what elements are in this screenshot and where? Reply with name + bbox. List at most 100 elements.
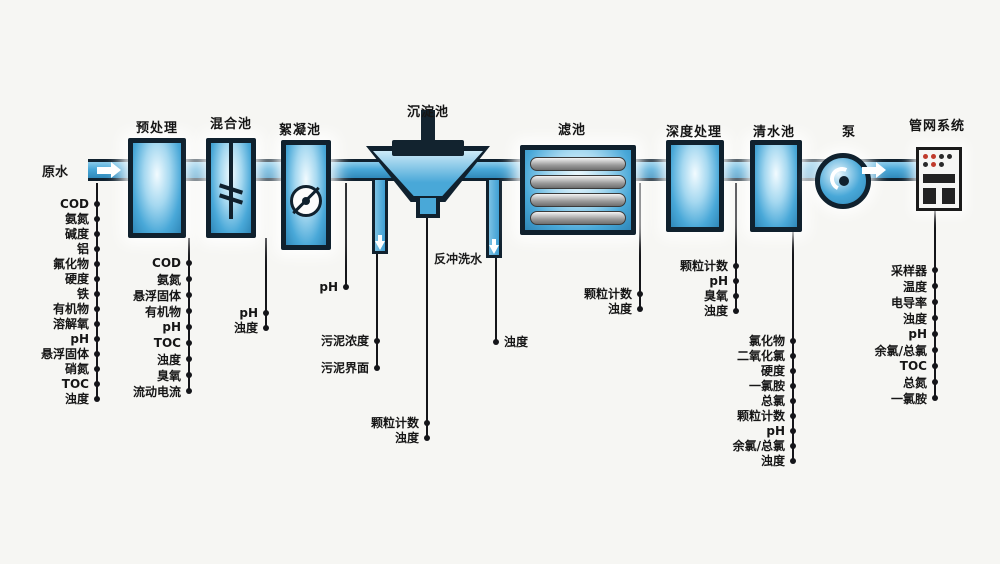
pump-icon	[815, 153, 871, 209]
parameter-item: 氟化物	[53, 256, 100, 271]
parameter-label: 总氯	[760, 394, 785, 408]
cabinet-indicator-row	[923, 162, 944, 167]
parameter-label: pH	[239, 305, 258, 320]
connection-dot-icon	[790, 352, 796, 359]
parameter-item: 硬度	[761, 363, 796, 378]
parameter-label: 颗粒计数	[583, 287, 632, 301]
stage-label-pretreatment: 预处理	[135, 121, 179, 136]
mixing-parameter-list: pH 浊度	[199, 305, 269, 335]
filter-outlet-parameter-list: 颗粒计数 浊度	[563, 286, 643, 316]
filter-media-bar	[530, 211, 626, 225]
parameter-item: 总氯	[761, 393, 796, 408]
parameter-item: 硬度	[65, 271, 100, 286]
connection-dot-icon	[94, 290, 100, 297]
pretreatment-parameter-list: COD 氨氮 悬浮固体 有机物 pH TOC 浊度 臭氧 流动电流	[92, 255, 192, 399]
parameter-item: 悬浮固体	[41, 346, 100, 361]
connection-dot-icon	[94, 380, 100, 387]
parameter-label: 温度	[902, 279, 927, 294]
connector-line-advanced	[735, 183, 737, 310]
filter-media-bar	[530, 175, 626, 189]
raw-water-label: 原水	[42, 165, 69, 180]
filter-tank	[520, 145, 636, 235]
parameter-label: 溶解氧	[52, 317, 89, 331]
backwash-parameter-list: 浊度	[493, 334, 528, 349]
indicator-light	[939, 154, 944, 159]
clearwater-parameter-list: 氯化物 二氧化氯 硬度 一氯胺 总氯 颗粒计数 pH 余氯/总氯 浊度	[691, 333, 796, 468]
network-control-cabinet	[916, 147, 962, 211]
parameter-item: 氨氮	[157, 271, 192, 287]
cabinet-indicator-row	[923, 154, 952, 159]
connection-dot-icon	[424, 434, 430, 441]
parameter-label: 浊度	[394, 431, 419, 445]
parameter-item: pH	[709, 273, 739, 288]
parameter-item: 颗粒计数	[737, 408, 796, 423]
parameter-label: 臭氧	[156, 368, 181, 383]
parameter-label: 碱度	[64, 227, 89, 241]
sedimentation-outlet-parameter-list: 颗粒计数 浊度	[350, 415, 430, 445]
parameter-label: COD	[152, 256, 181, 270]
parameter-item: 臭氧	[157, 367, 192, 383]
raw-water-parameter-list: COD 氨氮 碱度 铝 氟化物 硬度 铁 有机物 溶解氧 pH	[0, 196, 100, 406]
sedimentation-mixer-shaft-icon	[421, 110, 435, 148]
parameter-label: 浊度	[233, 321, 258, 335]
parameter-label: 颗粒计数	[679, 259, 728, 273]
connection-dot-icon	[186, 340, 192, 346]
parameter-label: 流动电流	[132, 384, 181, 399]
stage-label-advanced: 深度处理	[665, 125, 723, 140]
network-parameter-list: 采样器 温度 电导率 浊度 pH 余氯/总氯 TOC 总氮 一氯胺	[838, 262, 938, 406]
parameter-item: 铝	[77, 241, 100, 256]
connection-dot-icon	[493, 338, 499, 345]
connection-dot-icon	[733, 307, 739, 314]
flow-arrow-outlet-icon	[862, 162, 886, 178]
parameter-label: 浊度	[607, 302, 632, 316]
connection-dot-icon	[94, 275, 100, 282]
parameter-label: 有机物	[144, 304, 181, 319]
parameter-label: TOC	[61, 376, 89, 391]
clearwater-tank	[750, 140, 802, 232]
connection-dot-icon	[637, 290, 643, 297]
down-arrow-icon	[375, 235, 385, 250]
backwash-drain-pipe	[486, 180, 502, 258]
parameter-label: 悬浮固体	[40, 347, 89, 361]
backwash-label: 反冲洗水	[433, 252, 482, 266]
connection-dot-icon	[94, 365, 100, 372]
connection-dot-icon	[733, 277, 739, 284]
cabinet-module	[923, 188, 936, 204]
parameter-item: 浊度	[493, 334, 528, 349]
stage-label-network: 管网系统	[908, 119, 966, 134]
connection-dot-icon	[790, 412, 796, 419]
parameter-label: 颗粒计数	[736, 409, 785, 423]
parameter-item: 氯化物	[749, 333, 796, 348]
parameter-item: pH	[319, 279, 349, 294]
parameter-item: 电导率	[891, 294, 938, 310]
parameter-label: 氨氮	[64, 212, 89, 226]
parameter-label: pH	[908, 327, 927, 341]
connection-dot-icon	[186, 372, 192, 378]
parameter-item: COD	[60, 196, 100, 211]
connection-dot-icon	[94, 230, 100, 237]
connection-dot-icon	[186, 260, 192, 266]
connection-dot-icon	[932, 347, 938, 353]
connection-dot-icon	[374, 337, 380, 344]
connection-dot-icon	[932, 283, 938, 289]
parameter-label: 浊度	[703, 304, 728, 318]
parameter-label: TOC	[899, 359, 927, 373]
advanced-treatment-tank	[666, 140, 724, 232]
parameter-label: pH	[766, 423, 785, 438]
parameter-item: 臭氧	[704, 288, 739, 303]
connector-line-backwash	[495, 256, 497, 341]
connection-dot-icon	[733, 292, 739, 299]
connection-dot-icon	[790, 427, 796, 434]
parameter-item: TOC	[62, 376, 100, 391]
stage-label-flocculation: 絮凝池	[278, 123, 322, 138]
stage-label-mixing: 混合池	[209, 117, 253, 132]
connector-line-sludge	[376, 252, 378, 368]
parameter-item: 浊度	[65, 391, 100, 406]
connection-dot-icon	[186, 356, 192, 362]
parameter-item: 浊度	[157, 351, 192, 367]
sludge-parameter-list: 污泥浓度 污泥界面	[300, 333, 380, 387]
connection-dot-icon	[94, 335, 100, 342]
parameter-label: pH	[162, 320, 181, 334]
connection-dot-icon	[932, 379, 938, 385]
connection-dot-icon	[263, 309, 269, 316]
